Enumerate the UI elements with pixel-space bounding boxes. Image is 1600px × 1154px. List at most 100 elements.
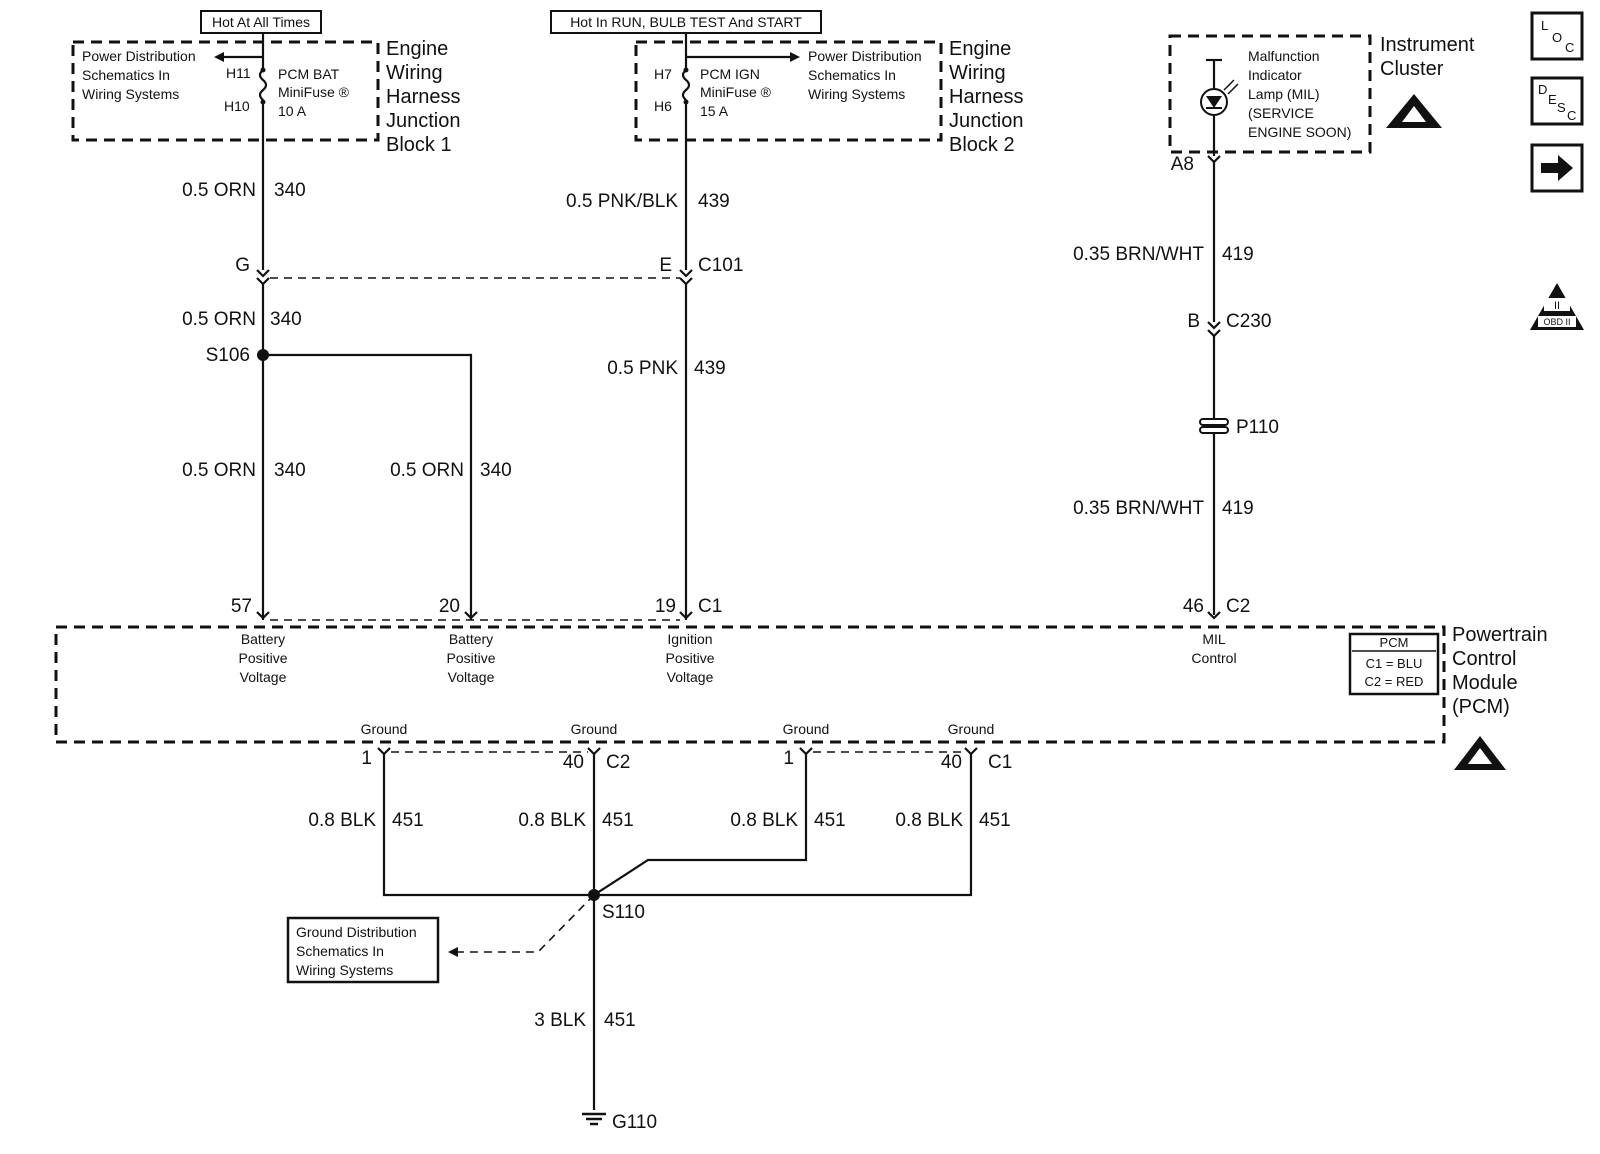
svg-text:451: 451: [814, 810, 846, 831]
svg-text:40: 40: [941, 752, 962, 773]
pcm-module: Battery Positive Voltage Battery Positiv…: [54, 624, 1548, 744]
svg-text:II: II: [1554, 300, 1560, 312]
hot-at-all-times-label: Hot At All Times: [200, 10, 322, 34]
hot-in-run-label: Hot In RUN, BULB TEST And START: [550, 10, 822, 34]
svg-text:Ground Distribution: Ground Distribution: [296, 924, 417, 940]
svg-text:419: 419: [1222, 244, 1254, 265]
fuse-icon: [681, 69, 691, 101]
svg-text:Cluster: Cluster: [1380, 58, 1444, 80]
loc-icon[interactable]: L O C: [1530, 11, 1584, 61]
svg-text:Harness: Harness: [949, 86, 1023, 108]
svg-text:0.5 ORN: 0.5 ORN: [182, 309, 256, 330]
instrument-cluster: Instrument Cluster Malfunction Indicator…: [1168, 34, 1475, 154]
svg-text:10 A: 10 A: [278, 103, 307, 119]
connector-c230: B C230: [1187, 311, 1271, 338]
svg-text:Hot At All Times: Hot At All Times: [212, 14, 310, 30]
svg-text:340: 340: [274, 460, 306, 481]
svg-text:C1: C1: [698, 596, 722, 617]
svg-text:Junction: Junction: [949, 110, 1024, 132]
svg-text:G: G: [235, 255, 250, 276]
svg-text:C1 = BLU: C1 = BLU: [1366, 656, 1423, 671]
svg-text:C2: C2: [1226, 596, 1250, 617]
svg-text:C: C: [1567, 108, 1576, 123]
svg-text:Ground: Ground: [948, 721, 995, 737]
pcm-connector-legend: PCM C1 = BLU C2 = RED: [1348, 632, 1440, 696]
svg-text:(SERVICE: (SERVICE: [1248, 105, 1314, 121]
obd-ii-icon: II OBD II: [1530, 283, 1584, 330]
svg-text:G110: G110: [612, 1112, 657, 1133]
svg-text:Junction: Junction: [386, 110, 461, 132]
svg-text:Battery: Battery: [241, 631, 285, 647]
svg-text:Wiring: Wiring: [386, 62, 443, 84]
svg-text:Schematics In: Schematics In: [82, 67, 170, 83]
svg-text:H11: H11: [226, 65, 251, 81]
connector-c101: G E C101: [235, 255, 743, 286]
svg-text:O: O: [1552, 30, 1562, 45]
svg-text:Harness: Harness: [386, 86, 460, 108]
svg-text:Indicator: Indicator: [1248, 67, 1302, 83]
svg-text:Positive: Positive: [446, 650, 495, 666]
svg-text:Engine: Engine: [949, 38, 1011, 60]
svg-text:C1: C1: [988, 752, 1012, 773]
esd-warning-icon: [1454, 736, 1506, 770]
svg-text:Block 2: Block 2: [949, 134, 1015, 156]
svg-text:451: 451: [979, 810, 1011, 831]
svg-text:Wiring Systems: Wiring Systems: [808, 86, 905, 102]
arrow-left-icon: [448, 947, 458, 957]
svg-text:Lamp (MIL): Lamp (MIL): [1248, 86, 1320, 102]
svg-text:0.35 BRN/WHT: 0.35 BRN/WHT: [1073, 498, 1204, 519]
svg-text:S: S: [1557, 100, 1566, 115]
svg-text:E: E: [659, 255, 672, 276]
led-lamp-icon: [1200, 79, 1239, 116]
next-page-icon[interactable]: [1530, 143, 1584, 193]
svg-text:B: B: [1187, 311, 1200, 332]
svg-text:Power Distribution: Power Distribution: [808, 48, 922, 64]
svg-text:40: 40: [563, 752, 584, 773]
svg-text:1: 1: [361, 748, 372, 769]
svg-text:451: 451: [392, 810, 424, 831]
svg-text:57: 57: [231, 596, 252, 617]
svg-text:15 A: 15 A: [700, 103, 729, 119]
svg-text:Wiring: Wiring: [949, 62, 1006, 84]
svg-text:Control: Control: [1452, 648, 1516, 670]
svg-text:Control: Control: [1191, 650, 1236, 666]
svg-text:0.8 BLK: 0.8 BLK: [895, 810, 963, 831]
svg-text:Malfunction: Malfunction: [1248, 48, 1320, 64]
svg-text:Positive: Positive: [665, 650, 714, 666]
svg-text:Schematics In: Schematics In: [296, 943, 384, 959]
svg-text:Battery: Battery: [449, 631, 493, 647]
svg-text:0.35 BRN/WHT: 0.35 BRN/WHT: [1073, 244, 1204, 265]
svg-text:PCM: PCM: [1380, 635, 1409, 650]
svg-text:439: 439: [694, 358, 726, 379]
arrow-left-icon: [214, 52, 224, 62]
svg-text:0.5 PNK/BLK: 0.5 PNK/BLK: [566, 191, 678, 212]
svg-text:Power Distribution: Power Distribution: [82, 48, 196, 64]
junction-block-2: Power Distribution Schematics In Wiring …: [634, 38, 1024, 156]
svg-text:Hot In RUN, BULB TEST And STAR: Hot In RUN, BULB TEST And START: [570, 14, 802, 30]
svg-text:Wiring Systems: Wiring Systems: [296, 962, 393, 978]
svg-text:Positive: Positive: [238, 650, 287, 666]
svg-text:PCM IGN: PCM IGN: [700, 66, 760, 82]
svg-text:S110: S110: [602, 902, 645, 923]
arrow-right-icon: [790, 52, 800, 62]
svg-text:Module: Module: [1452, 672, 1518, 694]
desc-icon[interactable]: D E S C: [1530, 76, 1584, 126]
svg-text:ENGINE SOON): ENGINE SOON): [1248, 124, 1351, 140]
svg-text:H10: H10: [224, 98, 250, 114]
svg-text:0.5 ORN: 0.5 ORN: [182, 460, 256, 481]
svg-text:Ignition: Ignition: [667, 631, 712, 647]
svg-text:C230: C230: [1226, 311, 1271, 332]
svg-text:MiniFuse ®: MiniFuse ®: [700, 84, 772, 100]
svg-text:Block 1: Block 1: [386, 134, 452, 156]
svg-text:OBD II: OBD II: [1543, 317, 1570, 327]
svg-text:L: L: [1541, 18, 1548, 33]
svg-text:Voltage: Voltage: [240, 669, 287, 685]
svg-text:S106: S106: [206, 345, 250, 366]
svg-text:0.8 BLK: 0.8 BLK: [308, 810, 376, 831]
fuse-icon: [258, 69, 268, 101]
svg-text:340: 340: [274, 180, 306, 201]
svg-text:H7: H7: [654, 66, 672, 82]
svg-text:46: 46: [1183, 596, 1204, 617]
svg-text:0.5 ORN: 0.5 ORN: [390, 460, 464, 481]
